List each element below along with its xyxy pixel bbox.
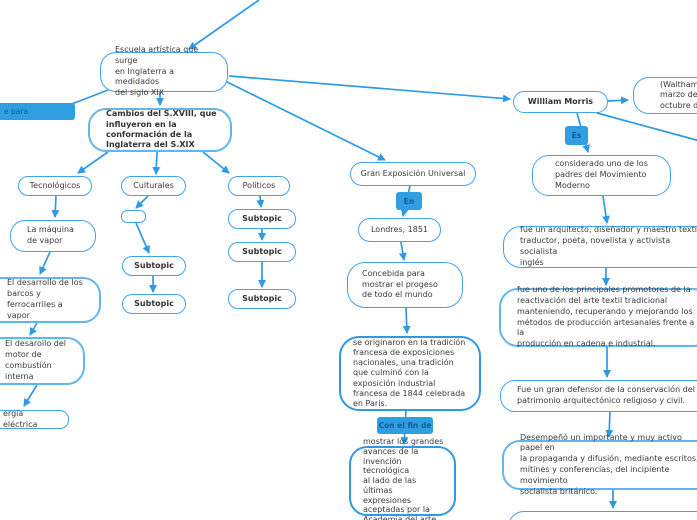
node-defensor-patrimonio[interactable]: Fue un gran defensor de la conservación … (500, 380, 697, 412)
node-escuela-artistica[interactable]: Escuela artística que surge en Inglaterr… (100, 45, 228, 97)
node-culturales-empty[interactable] (121, 210, 146, 223)
node-culturales-subtopic-2[interactable]: Subtopic (122, 294, 186, 314)
node-politicos-subtopic-1[interactable]: Subtopic (228, 209, 296, 229)
node-padre-movimiento-moderno[interactable]: considerado uno de los padres del Movimi… (532, 155, 671, 196)
node-concebida[interactable]: Concebida para mostrar el progeso de tod… (347, 262, 463, 308)
node-tecnologicos[interactable]: Tecnológicos (18, 176, 92, 196)
node-movimiento-socialista[interactable]: Desempeñó un importante y muy activo pap… (502, 433, 697, 496)
relation-tag-es[interactable]: Es (565, 126, 588, 145)
node-culturales[interactable]: Culturales (121, 176, 186, 196)
node-politicos[interactable]: Políticos (228, 176, 290, 196)
relation-tag-con-el-fin-de[interactable]: Con el fin de (377, 417, 433, 434)
node-culturales-subtopic-1[interactable]: Subtopic (122, 256, 186, 276)
node-energia-electrica[interactable]: ergía eléctrica (0, 409, 69, 429)
node-tradicion-francesa[interactable]: se originaron en la tradición francesa d… (339, 336, 481, 411)
node-promotores-arte-textil[interactable]: fue uno de los principales promotores de… (499, 285, 697, 348)
node-arquitecto-disenador[interactable]: fue un arquitecto, diseñador y maestro t… (503, 225, 697, 268)
relation-tag-en[interactable]: En (396, 192, 422, 210)
node-politicos-subtopic-2[interactable]: Subtopic (228, 242, 296, 262)
node-maquina-vapor[interactable]: La máquina de vapor (10, 220, 96, 252)
node-londres-1851[interactable]: Londres, 1851 (358, 218, 441, 242)
node-mostrar-avances[interactable]: mostrar los grandes avances de la invenc… (349, 437, 456, 520)
node-barcos-ferrocarriles[interactable]: El desarrollo de los barcos y ferrocarri… (0, 277, 101, 323)
node-walthamstow-fechas[interactable]: (Walthamsto marzo de 18 octubre de 1 (633, 77, 697, 114)
node-politicos-subtopic-3[interactable]: Subtopic (228, 289, 296, 309)
node-cambios-sxviii[interactable]: Cambios del S.XVIII, que influyeron en l… (88, 108, 232, 152)
node-motor-combustion[interactable]: El desarollo del motor de combustión int… (0, 337, 85, 385)
node-gran-exposicion[interactable]: Gran Exposición Universal (350, 162, 476, 186)
node-william-morris[interactable]: William Morris (513, 91, 608, 113)
relation-tag-para[interactable]: e para (0, 103, 75, 120)
node-bottom-partial[interactable] (508, 511, 697, 520)
